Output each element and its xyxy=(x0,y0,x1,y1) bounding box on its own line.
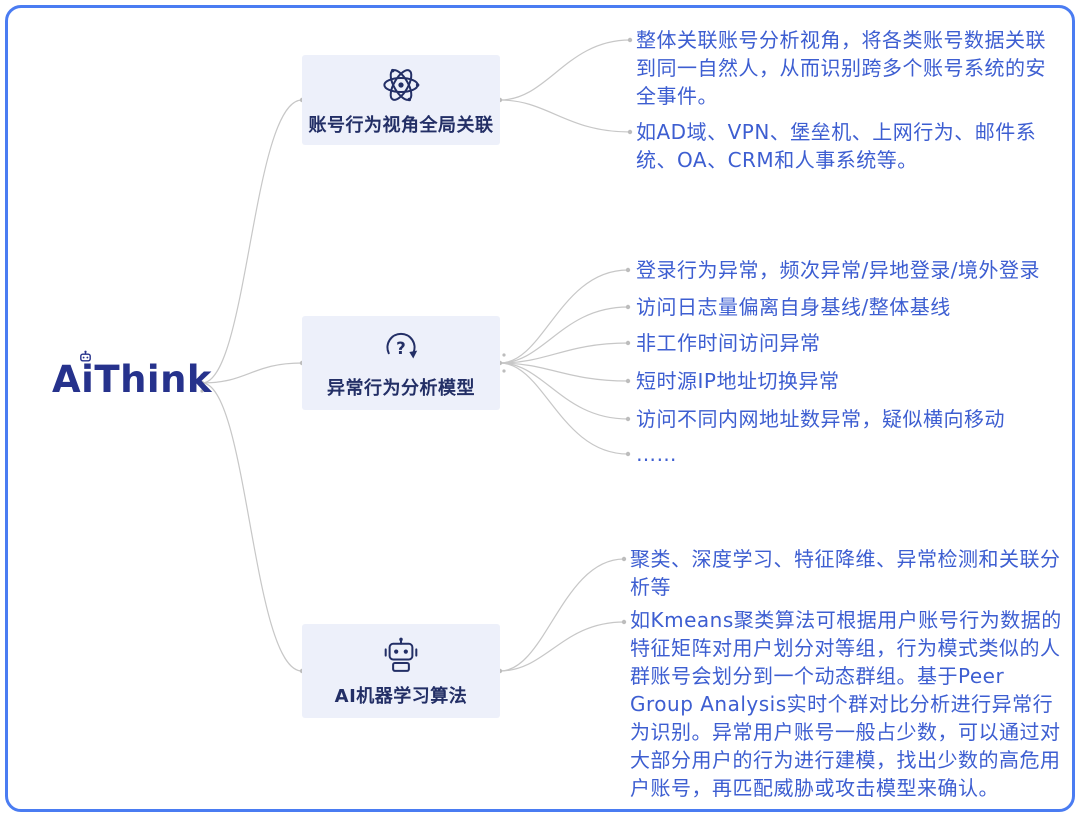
atom-icon xyxy=(380,64,422,106)
leaf-item: 访问不同内网地址数异常，疑似横向移动 xyxy=(636,407,1005,431)
leaf-item: 整体关联账号分析视角，将各类账号数据关联到同一自然人，从而识别跨多个账号系统的安… xyxy=(636,28,1046,108)
leaf-item: 短时源IP地址切换异常 xyxy=(636,369,840,393)
node-account-behavior-correlation: 账号行为视角全局关联 xyxy=(302,55,500,145)
svg-text:?: ? xyxy=(396,339,406,358)
node-ai-ml-algorithm: AI机器学习算法 xyxy=(302,624,500,718)
root-label-think: Think xyxy=(94,358,213,401)
robot-dot-icon xyxy=(80,350,92,362)
leaf-item: …… xyxy=(636,442,677,466)
node-title: AI机器学习算法 xyxy=(334,685,468,707)
leaf-item: 非工作时间访问异常 xyxy=(636,331,821,355)
leaf-item: 如Kmeans聚类算法可根据用户账号行为数据的特征矩阵对用户划分对等组，行为模式… xyxy=(630,608,1062,800)
leaf-item: 聚类、深度学习、特征降维、异常检测和关联分析等 xyxy=(630,547,1061,599)
node-anomaly-behavior-model: ? 异常行为分析模型 xyxy=(302,316,500,410)
root-label-a: A xyxy=(52,358,82,401)
root-label-i: i xyxy=(80,350,94,401)
leaf-item: 访问日志量偏离自身基线/整体基线 xyxy=(636,295,951,319)
leaf-item: 如AD域、VPN、堡垒机、上网行为、邮件系统、OA、CRM和人事系统等。 xyxy=(636,120,1037,172)
leaf-item: 登录行为异常，频次异常/异地登录/境外登录 xyxy=(636,258,1040,282)
node-title: 账号行为视角全局关联 xyxy=(308,114,494,136)
refresh-question-icon: ? xyxy=(380,327,422,369)
node-title: 异常行为分析模型 xyxy=(327,377,475,399)
robot-icon xyxy=(380,635,422,677)
